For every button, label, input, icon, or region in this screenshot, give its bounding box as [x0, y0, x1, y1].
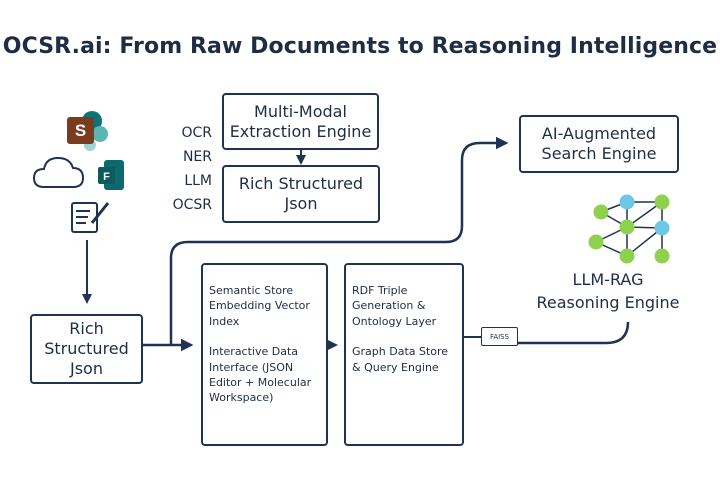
method-ocr: OCR: [181, 125, 212, 141]
semantic-store-box: Semantic Store Embedding Vector Index In…: [201, 263, 328, 446]
cloud-icon: [32, 156, 85, 188]
faiss-badge: FAISS: [481, 327, 518, 346]
method-ner: NER: [182, 149, 212, 165]
extraction-methods: OCR NER LLM OCSR: [158, 121, 212, 217]
forms-icon: F: [98, 160, 124, 190]
document-edit-icon: [71, 202, 110, 233]
rdf-graph-box: RDF Triple Generation & Ontology Layer G…: [344, 263, 464, 446]
rich-structured-json-left-box: Rich Structured Json: [30, 314, 143, 384]
rich-structured-json-top-box: Rich Structured Json: [222, 165, 380, 223]
arrow-to-search: [169, 136, 509, 345]
method-llm: LLM: [184, 173, 212, 189]
line-faiss-to-llm: [518, 321, 630, 345]
multimodal-extraction-box: Multi-Modal Extraction Engine: [222, 93, 379, 150]
llm-rag-label: LLM-RAG Reasoning Engine: [536, 270, 680, 312]
ai-search-engine-box: AI-Augmented Search Engine: [519, 115, 679, 173]
sharepoint-icon: S: [67, 111, 108, 151]
svg-text:F: F: [103, 171, 110, 183]
method-ocsr: OCSR: [172, 197, 212, 213]
svg-text:S: S: [75, 121, 86, 140]
page-title: OCSR.ai: From Raw Documents to Reasoning…: [2, 34, 718, 59]
